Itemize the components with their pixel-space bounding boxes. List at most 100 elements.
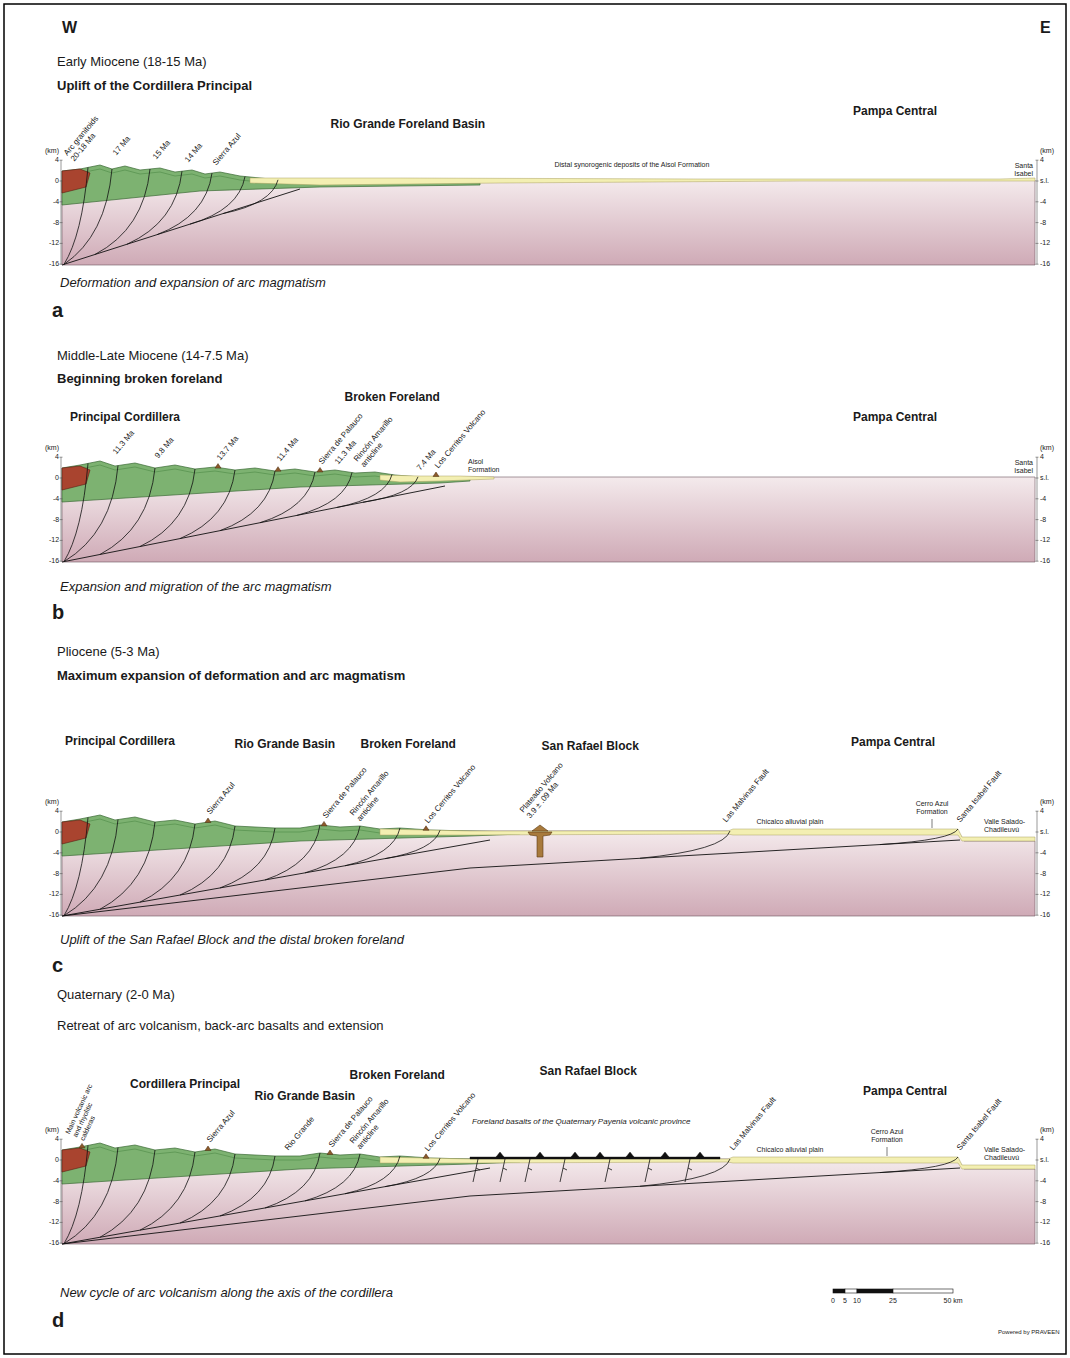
axis-label: (km) bbox=[45, 147, 59, 155]
depth-axis bbox=[1037, 160, 1038, 264]
axis-tick bbox=[60, 1139, 63, 1140]
thrust-fault bbox=[140, 469, 195, 547]
axis-tick bbox=[60, 811, 63, 812]
region-name: Pampa Central bbox=[863, 1085, 947, 1099]
axis-tick bbox=[60, 160, 63, 161]
thrust-fault bbox=[100, 468, 155, 554]
axis-label: -12 bbox=[49, 536, 59, 544]
region-name: Principal Cordillera bbox=[65, 735, 175, 749]
volcano-symbol bbox=[205, 818, 211, 823]
axis-label: (km) bbox=[1040, 147, 1054, 155]
panel-letter: a bbox=[52, 299, 63, 322]
stage-title: Beginning broken foreland bbox=[57, 372, 222, 387]
axis-label: -4 bbox=[53, 495, 59, 503]
basalt-cone bbox=[536, 1152, 544, 1157]
axis-label: (km) bbox=[1040, 798, 1054, 806]
axis-label: -12 bbox=[49, 890, 59, 898]
scale-label: 0 bbox=[831, 1297, 835, 1305]
axis-tick bbox=[1036, 1139, 1039, 1140]
depth-axis bbox=[61, 1139, 62, 1243]
depth-axis bbox=[61, 811, 62, 915]
scale-segment bbox=[893, 1289, 953, 1293]
detachment bbox=[62, 1168, 490, 1244]
axis-label: -8 bbox=[1040, 1198, 1046, 1206]
depth-axis bbox=[1037, 457, 1038, 561]
axis-label: -4 bbox=[1040, 1177, 1046, 1185]
region-name: Rio Grande Basin bbox=[255, 1090, 356, 1104]
structure-label: 17 Ma bbox=[111, 134, 132, 157]
scale-label: 25 bbox=[889, 1297, 897, 1305]
axis-tick bbox=[1036, 160, 1039, 161]
axis-tick bbox=[60, 519, 63, 520]
region-name: San Rafael Block bbox=[542, 740, 639, 754]
structure-label: Valle Salado-Chadileuvú bbox=[984, 1146, 1032, 1162]
structure-label: Rincón Amarillo anticline bbox=[348, 758, 407, 823]
region-name: Broken Foreland bbox=[361, 738, 456, 752]
axis-label: 4 bbox=[1040, 1135, 1044, 1143]
scale-bar bbox=[833, 1289, 953, 1293]
axis-tick bbox=[1036, 832, 1039, 833]
foreland-deposits bbox=[380, 829, 1035, 841]
axis-label: 4 bbox=[55, 807, 59, 815]
basalt-flow bbox=[470, 1157, 720, 1159]
structure-label: Main volcanic arc and rhyolitic calderas bbox=[64, 1078, 111, 1143]
thrust-fault bbox=[64, 1148, 118, 1244]
axis-label: -16 bbox=[1040, 557, 1050, 565]
fault-tick bbox=[563, 1168, 567, 1170]
axis-label: s.l. bbox=[1040, 1156, 1049, 1164]
fault-tick bbox=[503, 1168, 507, 1170]
volcano-symbol bbox=[327, 1150, 333, 1155]
volcanic-intrusion bbox=[528, 832, 552, 857]
axis-tick bbox=[1036, 1201, 1039, 1202]
axis-tick bbox=[60, 832, 63, 833]
axis-label: 4 bbox=[55, 156, 59, 164]
axis-label: s.l. bbox=[1040, 474, 1049, 482]
axis-label: -8 bbox=[53, 870, 59, 878]
detachment bbox=[62, 189, 300, 265]
basalt-cone bbox=[661, 1152, 669, 1157]
axis-tick bbox=[1036, 498, 1039, 499]
axis-tick bbox=[60, 243, 63, 244]
thrust-fault bbox=[385, 830, 440, 858]
fold-thrust-belt bbox=[62, 815, 520, 856]
fault-tick bbox=[528, 1168, 532, 1170]
axis-label: (km) bbox=[1040, 444, 1054, 452]
structure-label: Valle Salado-Chadileuvú bbox=[984, 818, 1032, 834]
thrust-fault bbox=[223, 180, 278, 214]
fold-thrust-belt bbox=[62, 165, 480, 205]
axis-label: 4 bbox=[1040, 156, 1044, 164]
axis-tick bbox=[60, 201, 63, 202]
region-name: Broken Foreland bbox=[350, 1069, 445, 1083]
axis-tick bbox=[60, 264, 63, 265]
structure-label: Cerro Azul Formation bbox=[910, 800, 955, 816]
stage-caption: Expansion and migration of the arc magma… bbox=[60, 580, 332, 595]
depth-axis bbox=[61, 160, 62, 264]
structure-label: Los Cerritos Volcano bbox=[423, 1091, 477, 1153]
axis-tick bbox=[60, 852, 63, 853]
region-name: Rio Grande Foreland Basin bbox=[331, 118, 486, 132]
axis-label: -8 bbox=[1040, 516, 1046, 524]
thrust-fault bbox=[260, 472, 315, 523]
cross-section bbox=[60, 457, 1039, 562]
axis-label: -16 bbox=[49, 260, 59, 268]
structure-label: Los Cerritos Volcano bbox=[423, 763, 477, 825]
axis-label: 4 bbox=[1040, 807, 1044, 815]
axis-label: -12 bbox=[1040, 536, 1050, 544]
axis-label: -12 bbox=[1040, 1218, 1050, 1226]
axis-label: -8 bbox=[53, 516, 59, 524]
structure-label: Sierra Azul bbox=[211, 132, 243, 168]
basalt-cone bbox=[626, 1152, 634, 1157]
volcano-symbol bbox=[79, 1143, 85, 1148]
thrust-fault bbox=[140, 1152, 195, 1230]
axis-tick bbox=[1036, 540, 1039, 541]
panel-letter: d bbox=[52, 1309, 64, 1332]
axis-tick bbox=[60, 1222, 63, 1223]
basalt-cone bbox=[596, 1152, 604, 1157]
axis-label: 4 bbox=[1040, 453, 1044, 461]
region-name: San Rafael Block bbox=[540, 1065, 637, 1079]
axis-label: -8 bbox=[1040, 219, 1046, 227]
axis-label: -16 bbox=[49, 911, 59, 919]
axis-label: 4 bbox=[55, 453, 59, 461]
volcano-symbol bbox=[215, 464, 221, 469]
